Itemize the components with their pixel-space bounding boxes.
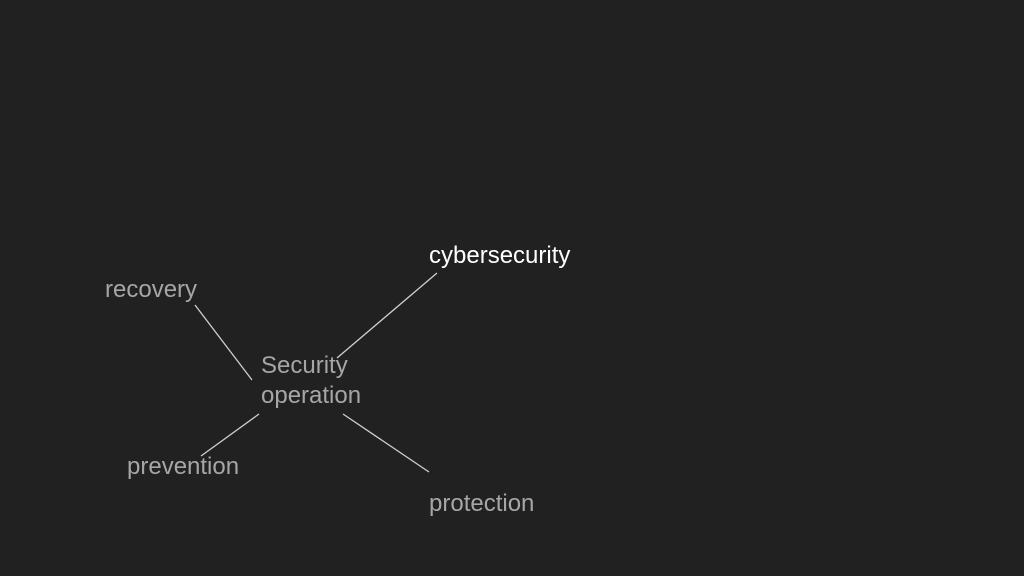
connector-to-cybersecurity (336, 272, 438, 359)
connector-to-prevention (200, 413, 260, 457)
connector-to-recovery (194, 304, 253, 381)
center-node-line-1: Security (261, 352, 348, 379)
center-node-line-2: operation (261, 382, 362, 409)
node-recovery: recovery (105, 276, 198, 303)
connector-to-protection (342, 413, 430, 473)
node-protection: protection (429, 490, 535, 517)
node-prevention: prevention (127, 453, 240, 480)
center-node-security-operation: Security operation (261, 351, 401, 411)
node-cybersecurity: cybersecurity (429, 242, 571, 269)
